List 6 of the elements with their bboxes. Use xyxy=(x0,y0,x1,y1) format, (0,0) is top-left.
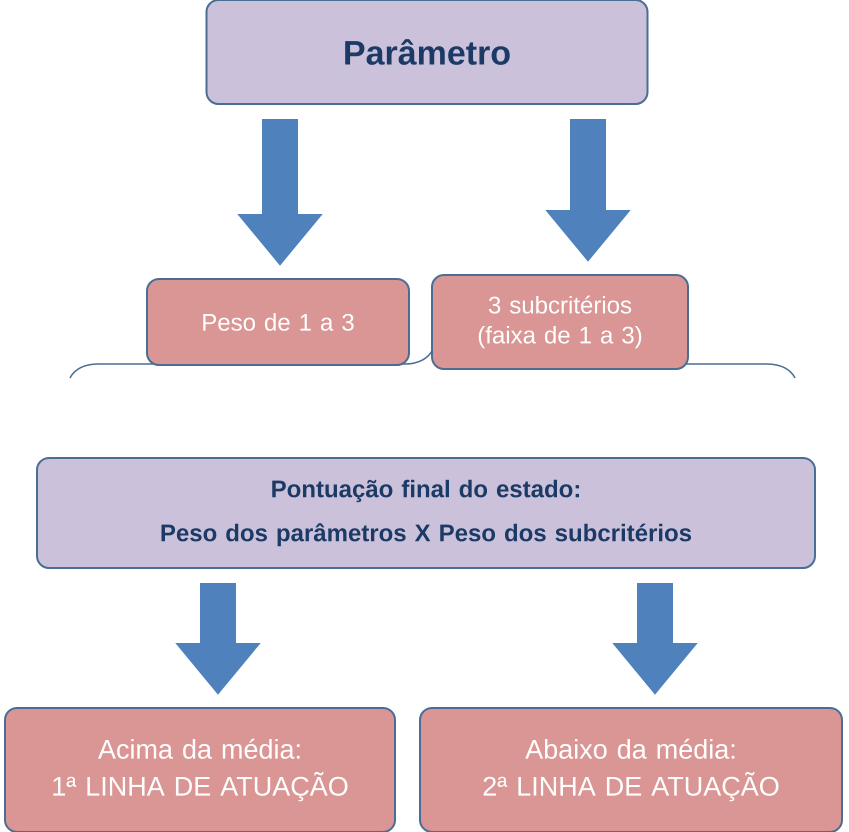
result-box: Peso de 1 a 3 xyxy=(146,278,410,366)
heading-box: Parâmetro xyxy=(206,0,648,105)
result-box: 3 subcritérios (faixa de 1 a 3) xyxy=(431,274,689,370)
heading-box: Pontuação final do estado: Peso dos parâmetros X Peso dos subcritérios xyxy=(36,457,816,569)
result-box: Abaixo da média: 2ª LINHA DE ATUAÇÃO xyxy=(419,707,843,832)
result-box: Acima da média: 1ª LINHA DE ATUAÇÃO xyxy=(4,707,396,832)
